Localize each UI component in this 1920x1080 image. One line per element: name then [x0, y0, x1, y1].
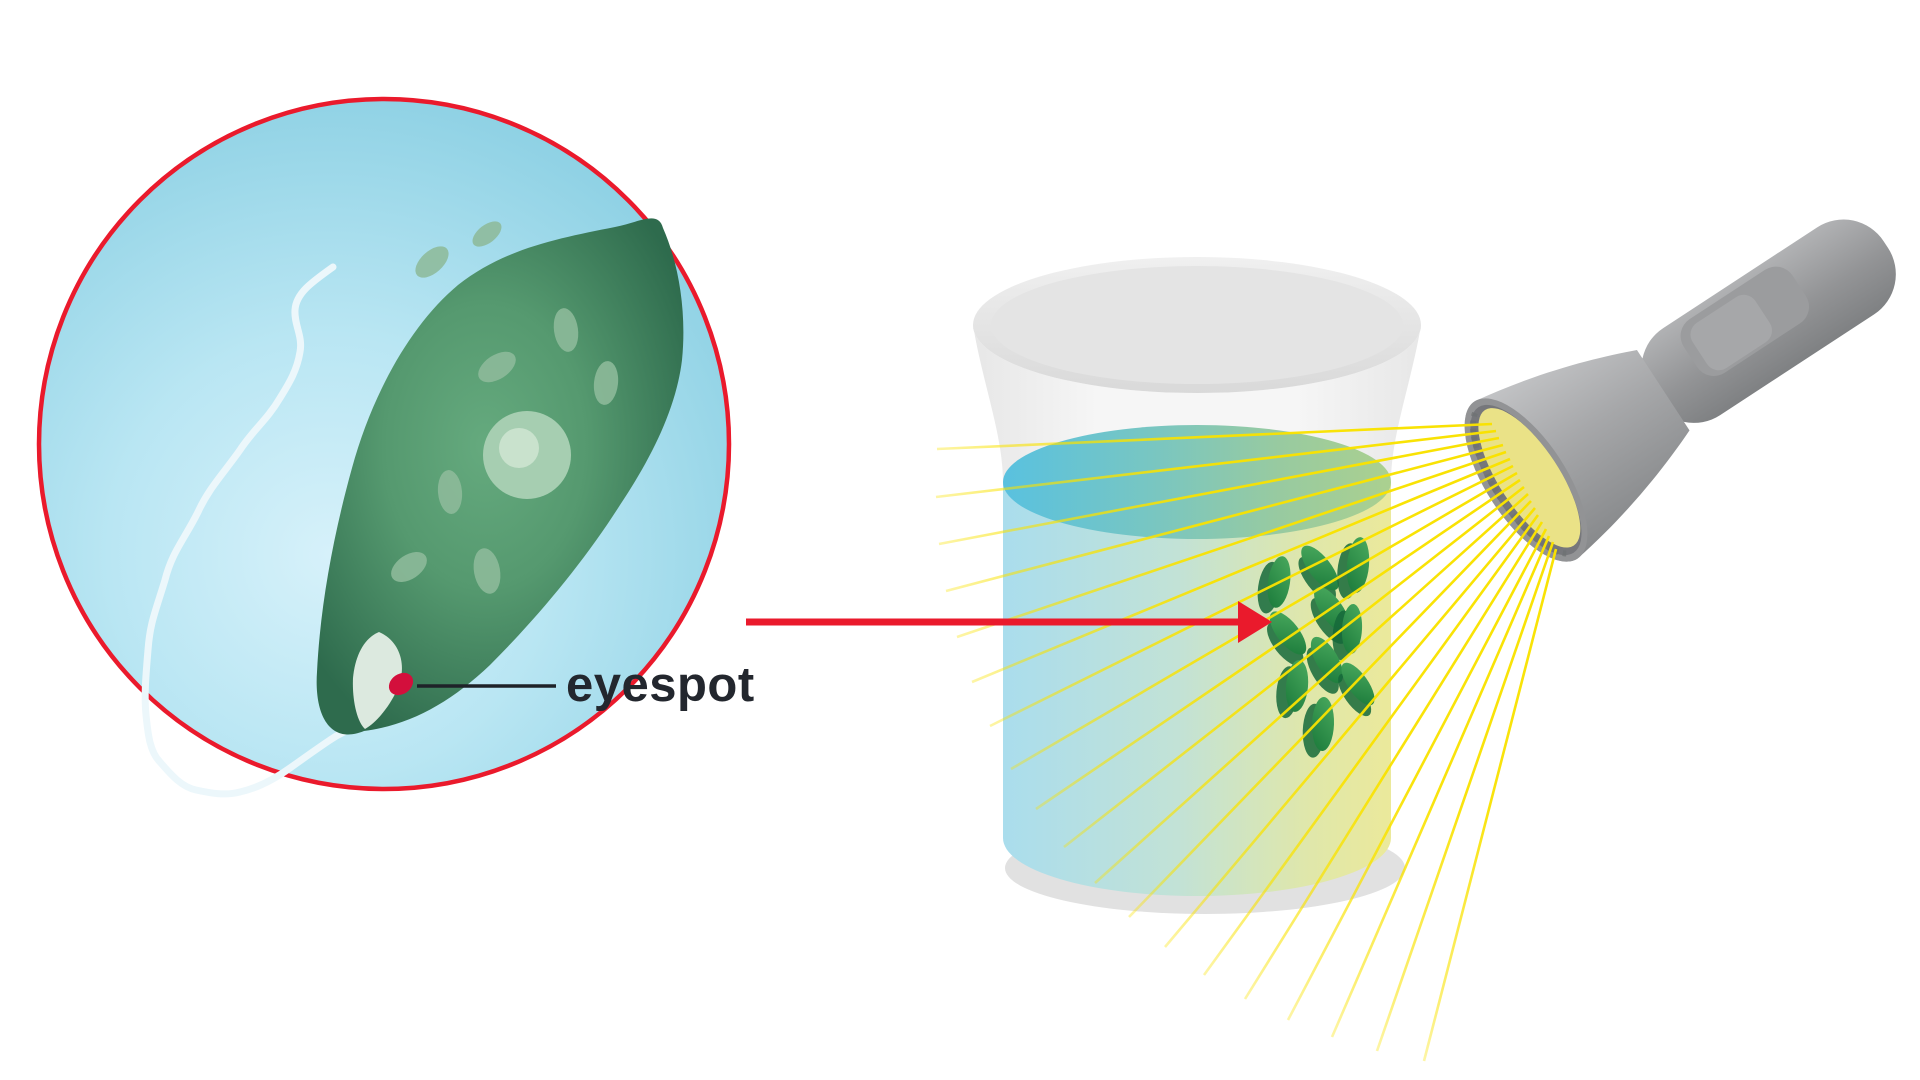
cluster-cell [1269, 611, 1307, 655]
chloroplast-patch [473, 548, 501, 594]
magnified-view [36, 96, 732, 798]
cluster-cell [1301, 545, 1339, 591]
chloroplast-patches [391, 221, 619, 594]
chloroplast-patch [415, 246, 449, 278]
pointer-arrow-head [1238, 601, 1272, 643]
lens-rim-ticks [1469, 411, 1568, 557]
nucleolus [499, 428, 539, 468]
pointer-arrow [746, 601, 1272, 643]
chloroplast-patch [437, 470, 463, 514]
beaker-rim-inner [991, 266, 1403, 384]
eyespot-dot [388, 672, 414, 696]
reservoir [352, 632, 402, 729]
flashlight-lens [1478, 408, 1581, 548]
chloroplast-patch [478, 351, 516, 383]
experiment-scene [746, 219, 1896, 1062]
chloroplast-patch [553, 308, 579, 352]
flashlight-switch [1690, 294, 1773, 371]
chloroplast-patch [391, 552, 427, 582]
chloroplast-patch [593, 361, 619, 405]
cluster-cell [1285, 660, 1309, 712]
flashlight [1464, 219, 1896, 562]
chloroplast-patch [472, 221, 502, 247]
cluster-cell [1341, 662, 1375, 706]
flagellum [141, 263, 364, 798]
light-rays [935, 422, 1558, 1062]
eyespot-label: eyespot [566, 658, 755, 712]
